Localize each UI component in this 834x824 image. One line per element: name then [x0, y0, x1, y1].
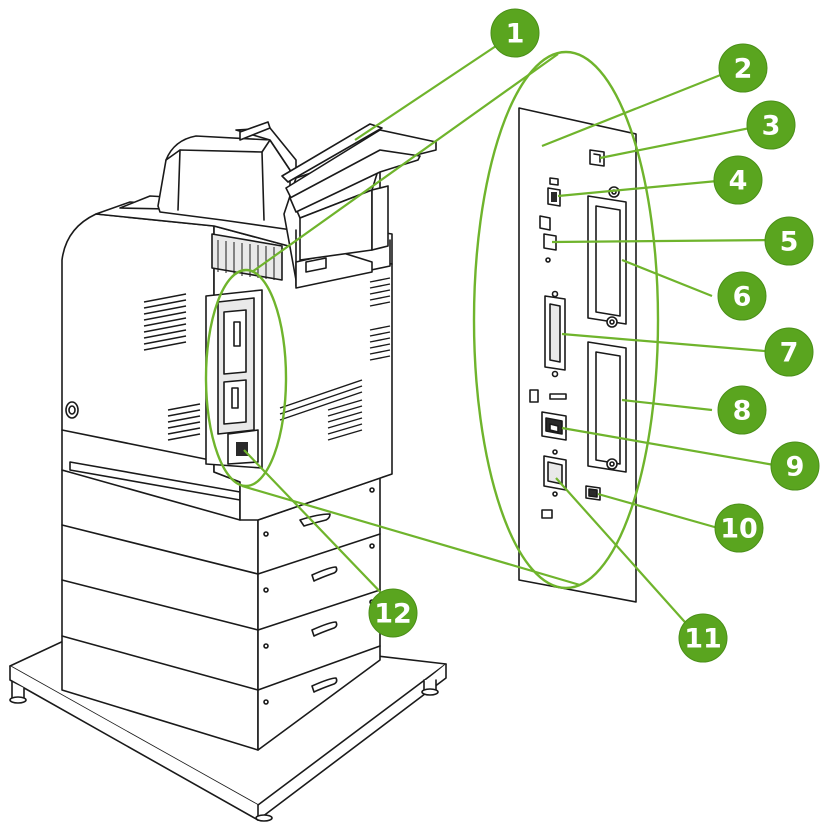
- callout-11: 11: [678, 613, 728, 663]
- callout-number: 12: [374, 599, 412, 630]
- callout-circle: [490, 8, 540, 58]
- callout-5: 5: [764, 216, 814, 266]
- zoomed-formatter-panel: [518, 107, 637, 603]
- callout-circle: [764, 327, 814, 377]
- callout-circle: [717, 271, 767, 321]
- callout-number: 5: [780, 227, 799, 258]
- callout-10: 10: [714, 503, 764, 553]
- callout-leaders: [243, 39, 781, 631]
- callout-circle: [368, 588, 418, 638]
- callout-8: 8: [717, 385, 767, 435]
- callout-9: 9: [770, 441, 820, 491]
- callout-1: 1: [490, 8, 540, 58]
- callout-circle: [764, 216, 814, 266]
- callout-number: 4: [729, 166, 748, 197]
- callout-number: 9: [786, 452, 805, 483]
- callout-number: 2: [734, 54, 753, 85]
- callout-circle: [718, 43, 768, 93]
- callout-12: 12: [368, 588, 418, 638]
- callout-2: 2: [718, 43, 768, 93]
- callout-number: 11: [684, 624, 722, 655]
- callout-circle: [678, 613, 728, 663]
- top-grille: [211, 233, 283, 281]
- callout-4: 4: [713, 155, 763, 205]
- callout-circle: [714, 503, 764, 553]
- callout-number: 6: [733, 282, 752, 313]
- callout-number: 1: [506, 19, 525, 50]
- callout-6: 6: [717, 271, 767, 321]
- callout-circle: [770, 441, 820, 491]
- callout-number: 8: [733, 396, 752, 427]
- printer-body: [61, 121, 437, 751]
- callout-7: 7: [764, 327, 814, 377]
- callout-number: 7: [780, 338, 799, 369]
- side-vent-upper: [143, 293, 187, 351]
- callout-number: 3: [762, 111, 781, 142]
- callout-3: 3: [746, 100, 796, 150]
- callout-circle: [746, 100, 796, 150]
- callout-number: 10: [720, 514, 758, 545]
- side-vent-lower: [167, 403, 201, 441]
- callout-circle: [713, 155, 763, 205]
- rear-vents: [279, 277, 391, 441]
- callout-circle: [717, 385, 767, 435]
- magnifier-callout: [204, 50, 660, 590]
